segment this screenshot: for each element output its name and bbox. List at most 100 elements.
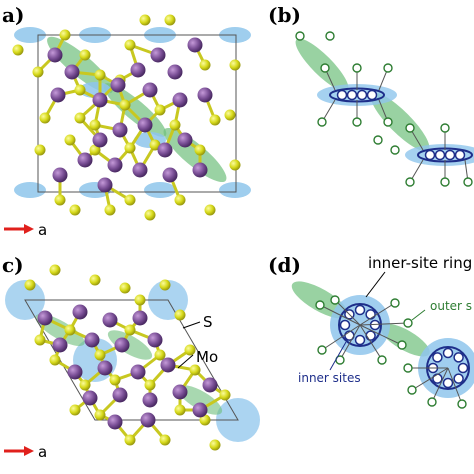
mo-atom (167, 64, 183, 80)
inner-site (444, 149, 456, 161)
s-atom (49, 264, 61, 276)
s-atom (94, 349, 106, 361)
site-link (411, 367, 449, 391)
s-atom (164, 14, 176, 26)
inner-site (339, 319, 351, 331)
mo-atom (97, 360, 113, 376)
s-atom (204, 204, 216, 216)
s-atom (94, 69, 106, 81)
s-atom (54, 194, 66, 206)
mo-atom (64, 64, 80, 80)
panel-label-c: c) (2, 253, 24, 277)
s-atom (69, 204, 81, 216)
mo-atom (50, 87, 66, 103)
mo-atom (160, 357, 176, 373)
mo-atom (187, 37, 203, 53)
s-atom (74, 112, 86, 124)
outer-site (352, 63, 362, 73)
outer-site (315, 300, 325, 310)
s-atom (124, 142, 136, 154)
s-atom (34, 334, 46, 346)
sites-b (295, 31, 473, 187)
inner-leader-line (329, 341, 347, 371)
inner-site (432, 352, 443, 363)
inner-site (432, 373, 443, 384)
mo-atom (82, 390, 98, 406)
mo-atom (140, 412, 156, 428)
mo-atom (84, 332, 100, 348)
s-atom (89, 119, 101, 131)
mo-atom (150, 47, 166, 63)
panel-a: a) a (2, 3, 251, 239)
site-link (359, 324, 403, 346)
s-leader-line (182, 321, 201, 329)
axis-indicator-a: a (4, 221, 47, 239)
outer-site (390, 298, 400, 308)
inner-site (356, 89, 368, 101)
ring-leader-line (365, 271, 386, 298)
mo-atom (52, 337, 68, 353)
outer-site (405, 123, 415, 133)
mo-atom (192, 162, 208, 178)
inner-site (366, 89, 378, 101)
inner-site (442, 377, 454, 389)
outer-site (397, 340, 407, 350)
s-atom (124, 324, 136, 336)
outer-site (330, 295, 340, 305)
inner-site (354, 334, 366, 346)
inner-site (365, 330, 376, 341)
s-atom (64, 324, 76, 336)
panel-c: c) S Mo a (2, 253, 260, 461)
s-atom (34, 144, 46, 156)
mo-leader-line (177, 354, 194, 369)
s-atom (59, 29, 71, 41)
s-atom (39, 112, 51, 124)
inner-site (365, 309, 376, 320)
s-atom (104, 204, 116, 216)
inner-sites-label: inner sites (298, 371, 361, 385)
mo-atom (172, 384, 188, 400)
outer-sites-label: outer s (430, 299, 472, 313)
mo-atom (192, 402, 208, 418)
mo-atom (197, 87, 213, 103)
s-atom (209, 114, 221, 126)
outer-site (352, 117, 362, 127)
s-atom (134, 294, 146, 306)
outer-site (440, 123, 450, 133)
mo-atom (114, 337, 130, 353)
inner-site (454, 149, 466, 161)
s-atom (154, 104, 166, 116)
mo-atom (157, 142, 173, 158)
outer-site (405, 177, 415, 187)
s-atom (154, 349, 166, 361)
s-atom (209, 439, 221, 451)
site-link (447, 367, 463, 405)
inner-site (424, 149, 436, 161)
s-atom (229, 159, 241, 171)
outer-site (383, 63, 393, 73)
inner-site-ring-label: inner-site ring (368, 254, 472, 272)
outer-site (383, 117, 393, 127)
s-atom (229, 59, 241, 71)
s-atom (79, 49, 91, 61)
s-atom (174, 404, 186, 416)
outer-site (403, 363, 413, 373)
outer-site (325, 31, 335, 41)
inner-site-ring (338, 303, 382, 347)
s-atom (199, 59, 211, 71)
axis-label-c: a (38, 443, 47, 461)
mo-atom (112, 387, 128, 403)
s-atom (49, 354, 61, 366)
site-link (359, 302, 396, 326)
mo-atom (72, 304, 88, 320)
inner-site (453, 352, 464, 363)
axis-indicator-c: a (4, 443, 47, 461)
mo-atom (52, 167, 68, 183)
channel-ellipses-d (291, 281, 430, 357)
mo-atom (110, 77, 126, 93)
mo-atom (137, 117, 153, 133)
mo-atom (37, 310, 53, 326)
mo-atom (92, 92, 108, 108)
atoms-c (24, 264, 231, 451)
unit-cell-c (24, 299, 239, 421)
